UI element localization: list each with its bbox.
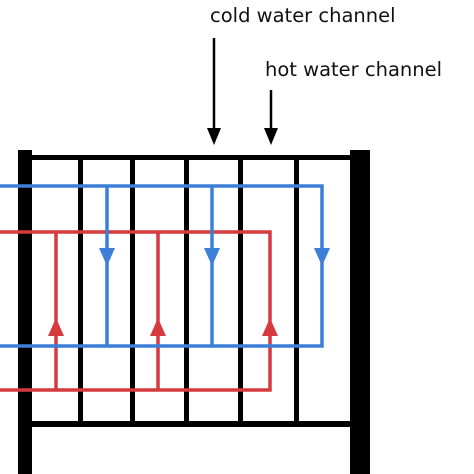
cold-flow-arrows	[99, 248, 330, 266]
hot-arrow-up-icon	[48, 318, 64, 336]
bottom-rail	[18, 421, 370, 427]
cold-water-channel-label: cold water channel	[210, 4, 396, 27]
cold-pointer-arrow-icon	[207, 128, 221, 145]
bar-5	[294, 155, 299, 427]
label-pointers	[207, 38, 278, 145]
hot-water-channel-label: hot water channel	[265, 58, 443, 81]
cold-arrow-down-icon	[99, 248, 115, 266]
hot-water-channel	[0, 230, 272, 392]
hot-pointer-arrow-icon	[264, 128, 278, 145]
right-post	[350, 150, 370, 474]
cold-arrow-down-icon	[204, 248, 220, 266]
hot-loop	[0, 230, 272, 392]
hot-arrow-up-icon	[150, 318, 166, 336]
hot-flow-arrows	[48, 318, 278, 336]
frame	[18, 150, 370, 474]
bar-2	[130, 155, 135, 427]
cold-arrow-down-icon	[314, 248, 330, 266]
bar-4	[238, 155, 243, 427]
cold-water-channel	[0, 184, 324, 348]
cold-loop	[0, 184, 324, 348]
top-rail	[18, 155, 370, 160]
hot-arrow-up-icon	[262, 318, 278, 336]
bar-1	[78, 155, 83, 427]
bar-3	[184, 155, 189, 427]
